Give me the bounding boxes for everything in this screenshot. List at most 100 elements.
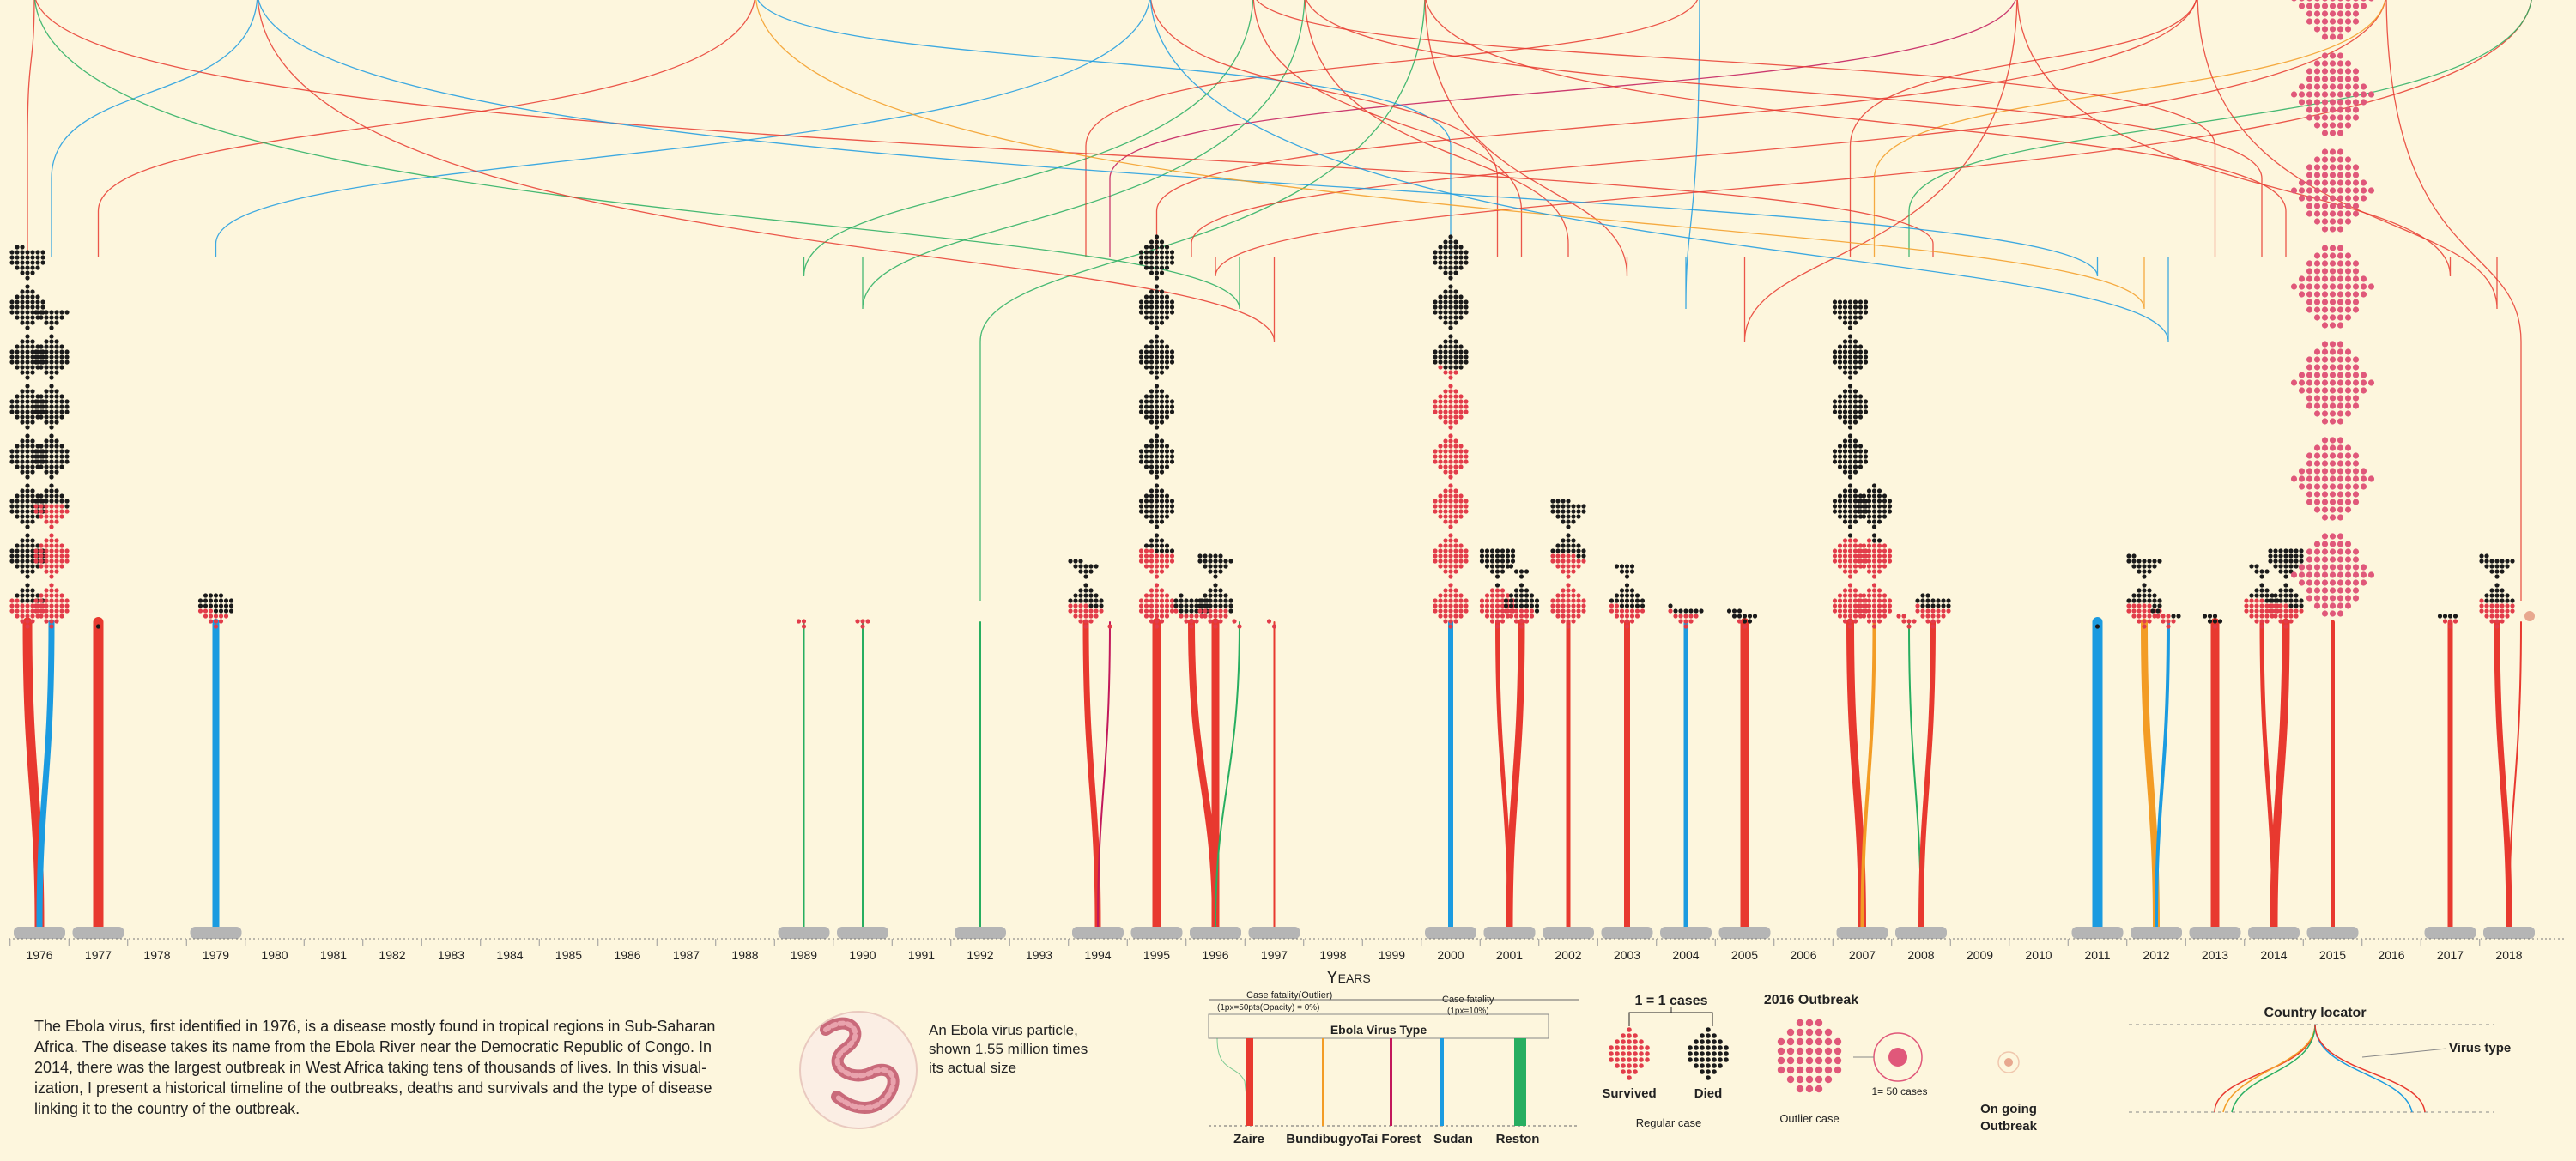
died-dot xyxy=(1078,559,1083,564)
died-dot xyxy=(20,514,25,519)
died-dot xyxy=(20,519,25,524)
survived-dot xyxy=(2278,619,2283,624)
died-dot xyxy=(1847,375,1853,380)
survived-dot xyxy=(1629,608,1635,614)
died-dot xyxy=(20,305,25,310)
legend-died-dot xyxy=(1700,1057,1705,1062)
died-dot xyxy=(213,598,219,603)
died-dot xyxy=(1842,438,1848,444)
outlier-case-dot xyxy=(2337,548,2344,555)
survived-dot xyxy=(1438,598,1443,603)
died-dot xyxy=(44,459,49,464)
died-dot xyxy=(25,564,30,569)
outlier-case-dot xyxy=(2337,291,2344,298)
legend-outlier-dot xyxy=(1796,1066,1804,1074)
outlier-case-dot xyxy=(2313,106,2321,113)
survived-dot xyxy=(1443,438,1448,444)
outlier-case-dot xyxy=(2337,33,2344,40)
died-dot xyxy=(1858,310,1864,315)
died-dot xyxy=(30,344,35,349)
died-dot xyxy=(2147,598,2152,603)
died-dot xyxy=(1842,305,1848,310)
died-dot xyxy=(1154,524,1160,529)
survived-dot xyxy=(1448,488,1453,493)
died-dot xyxy=(54,464,59,469)
died-dot xyxy=(2137,569,2142,574)
survived-dot xyxy=(1453,404,1458,409)
died-dot xyxy=(54,365,59,370)
outlier-case-dot xyxy=(2329,148,2337,155)
died-dot xyxy=(1876,493,1882,499)
died-dot xyxy=(1159,255,1165,260)
died-dot xyxy=(2283,598,2288,603)
survived-dot xyxy=(2142,603,2147,608)
survived-dot xyxy=(39,504,44,509)
died-dot xyxy=(2254,588,2259,593)
survived-dot xyxy=(49,598,54,603)
survived-dot xyxy=(1882,593,1888,598)
died-dot xyxy=(1169,260,1175,265)
survived-dot xyxy=(1458,543,1464,548)
died-dot xyxy=(1149,504,1155,509)
legend-case-scale: 1 = 1 cases xyxy=(1635,994,1708,1008)
outlier-case-dot xyxy=(2337,491,2344,498)
survived-dot xyxy=(1837,543,1843,548)
outlier-case-dot xyxy=(2329,195,2337,202)
died-dot xyxy=(2147,559,2152,564)
survived-dot xyxy=(1159,603,1165,608)
died-dot xyxy=(1438,310,1443,315)
died-dot xyxy=(1143,294,1149,299)
survived-dot xyxy=(1448,425,1453,430)
legend-outlier-dot xyxy=(1824,1075,1833,1084)
survived-dot xyxy=(1448,420,1453,425)
outlier-case-dot xyxy=(2337,218,2344,225)
outlier-case-dot xyxy=(2337,0,2343,2)
died-dot xyxy=(1448,265,1453,270)
died-dot xyxy=(1842,349,1848,354)
outlier-case-dot xyxy=(2329,483,2337,490)
survived-dot xyxy=(2249,598,2254,603)
year-tick-label: 1985 xyxy=(555,948,582,962)
survived-dot xyxy=(1842,569,1848,574)
survived-dot xyxy=(1443,543,1448,548)
died-dot xyxy=(1159,538,1165,543)
outlier-case-dot xyxy=(2337,156,2344,163)
died-dot xyxy=(20,349,25,354)
outlier-case-dot xyxy=(2298,187,2306,194)
survived-dot xyxy=(1453,614,1458,619)
survived-dot xyxy=(1464,559,1469,564)
died-dot xyxy=(1154,504,1160,509)
outlier-case-dot xyxy=(2306,475,2313,482)
died-dot xyxy=(54,493,59,499)
country-curve xyxy=(1150,0,2169,342)
died-dot xyxy=(20,265,25,270)
died-dot xyxy=(2142,559,2147,564)
died-dot xyxy=(1726,608,1732,614)
survived-dot xyxy=(1489,588,1495,593)
died-dot xyxy=(1203,564,1208,569)
survived-dot xyxy=(1169,559,1175,564)
died-dot xyxy=(1624,593,1630,598)
survived-dot xyxy=(213,614,219,619)
died-dot xyxy=(1500,569,1506,574)
survived-dot xyxy=(1876,598,1882,603)
survived-dot xyxy=(1866,538,1872,543)
died-dot xyxy=(1847,334,1853,339)
survived-dot xyxy=(1847,548,1853,553)
died-dot xyxy=(1576,553,1581,559)
outlier-case-dot xyxy=(2344,68,2352,75)
outlier-case-dot xyxy=(2306,452,2313,459)
died-dot xyxy=(197,603,203,608)
died-dot xyxy=(33,360,39,365)
survived-dot xyxy=(1936,614,1941,619)
died-dot xyxy=(39,349,44,354)
died-dot xyxy=(20,245,25,250)
died-dot xyxy=(2294,548,2299,553)
died-dot xyxy=(1143,444,1149,449)
year-tick-label: 1987 xyxy=(673,948,700,962)
outlier-case-dot xyxy=(2329,156,2337,163)
died-dot xyxy=(1143,499,1149,504)
outlier-case-dot xyxy=(2290,571,2298,578)
survived-dot xyxy=(1871,588,1877,593)
survived-dot xyxy=(1448,504,1453,509)
